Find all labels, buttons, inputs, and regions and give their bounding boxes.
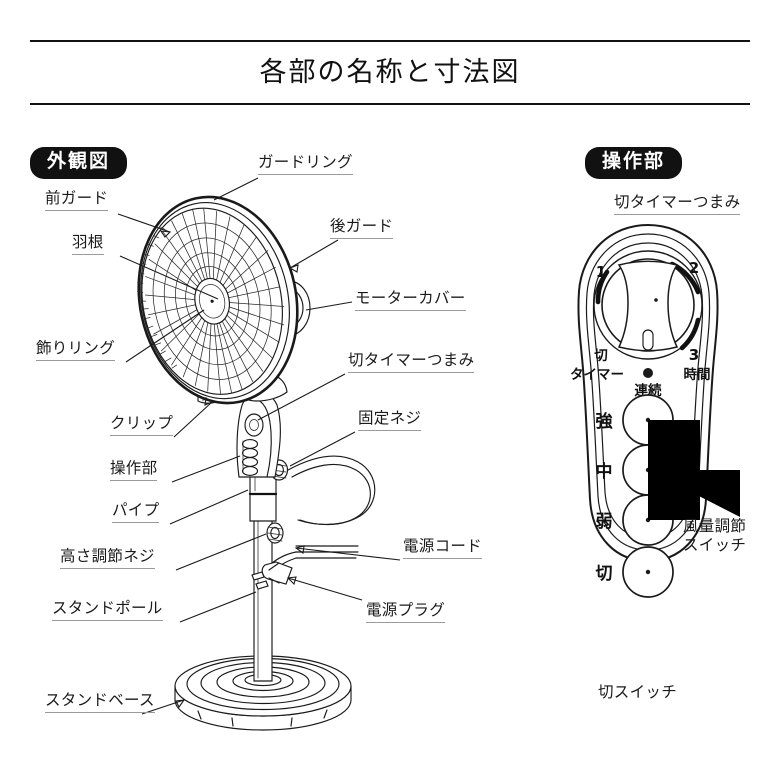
callout-power-plug: 電源プラグ	[366, 600, 446, 624]
callout-stand-pole: スタンドポール	[52, 598, 163, 622]
callout-cp-off-timer-knob: 切タイマーつまみ	[614, 192, 741, 216]
power-cord-art	[251, 455, 376, 590]
callout-blade: 羽根	[72, 232, 104, 256]
speed-label-mid: 中	[596, 461, 613, 482]
title-rule-top	[30, 40, 750, 42]
speed-label-high: 強	[596, 411, 614, 432]
page-title: 各部の名称と寸法図	[259, 57, 521, 88]
callout-stand-base: スタンドベース	[45, 690, 155, 714]
callout-guard-ring: ガードリング	[258, 152, 353, 176]
callout-rear-guard: 後ガード	[330, 216, 394, 240]
dial-caption-left: タイマー	[570, 367, 624, 383]
airflow-switch-leader	[648, 420, 740, 520]
title-rule-bottom	[30, 103, 750, 105]
section-badge-exterior: 外観図	[30, 147, 128, 179]
callout-height-screw: 高さ調節ネジ	[60, 546, 155, 570]
dial-caption-center: 連続	[635, 382, 663, 399]
callout-front-guard: 前ガード	[45, 188, 109, 212]
callout-off-timer-knob: 切タイマーつまみ	[348, 350, 475, 374]
callout-airflow-switch-line2: スイッチ	[683, 536, 747, 555]
callout-airflow-switch-line1: 風量調節	[683, 517, 747, 535]
height-adjust-screw-art	[266, 522, 284, 544]
callout-motor-cover: モーターカバー	[355, 288, 466, 312]
dial-caption-right: 時間	[684, 366, 711, 383]
stand-base-art	[174, 655, 352, 731]
callout-off-switch: 切スイッチ	[598, 683, 678, 701]
speed-label-low: 弱	[596, 512, 613, 532]
callout-fixing-screw: 固定ネジ	[358, 408, 422, 432]
callout-decor-ring: 飾りリング	[36, 338, 116, 362]
dial-mark-1: 1	[596, 263, 606, 281]
speed-label-off: 切	[596, 564, 613, 584]
off-timer-dial	[593, 250, 703, 360]
callout-clip: クリップ	[110, 413, 174, 437]
callout-control-part: 操作部	[110, 458, 158, 482]
section-badge-control: 操作部	[585, 147, 683, 179]
callout-power-cord: 電源コード	[403, 536, 483, 560]
dial-mark-off: 切	[594, 348, 608, 364]
callout-pipe: パイプ	[112, 500, 160, 524]
dial-mark-3: 3	[689, 346, 699, 364]
callout-airflow-switch: 風量調節 スイッチ	[683, 517, 746, 556]
dial-mark-2: 2	[689, 259, 699, 277]
